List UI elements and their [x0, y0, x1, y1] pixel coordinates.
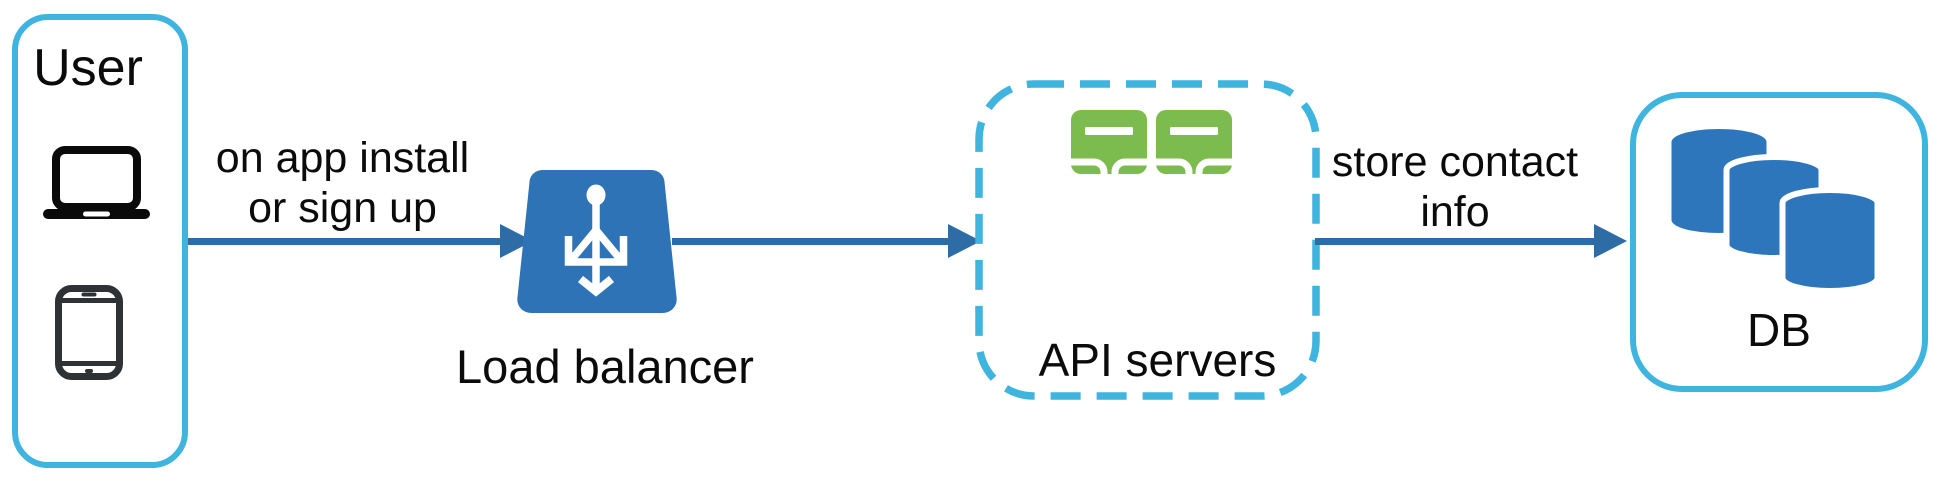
edge-label-line: store contact	[1331, 138, 1579, 186]
user-node-label: User	[33, 39, 143, 97]
edge-label-line: on app install	[215, 134, 470, 182]
server-rack-icon	[1028, 110, 1277, 302]
edge-label-user-to-lb: on app install or sign up	[200, 134, 485, 234]
load-balancer-label: Load balancer	[456, 340, 754, 393]
arrowhead-api-to-db	[1594, 224, 1627, 258]
arrow-lb-to-api	[672, 238, 950, 245]
database-cylinders-icon	[1671, 129, 1881, 294]
smartphone-icon	[55, 285, 123, 380]
edge-label-api-to-db: store contact info	[1305, 138, 1605, 238]
api-servers-label: API servers	[1038, 334, 1277, 386]
edge-label-line: info	[1420, 187, 1490, 236]
arrow-api-to-db	[1315, 238, 1596, 245]
edge-label-line: or sign up	[248, 183, 437, 232]
db-label: DB	[1747, 304, 1811, 356]
user-node-box	[12, 14, 188, 468]
arrow-user-to-lb	[188, 238, 502, 245]
load-balancer-icon	[517, 170, 677, 313]
laptop-icon	[43, 146, 150, 219]
